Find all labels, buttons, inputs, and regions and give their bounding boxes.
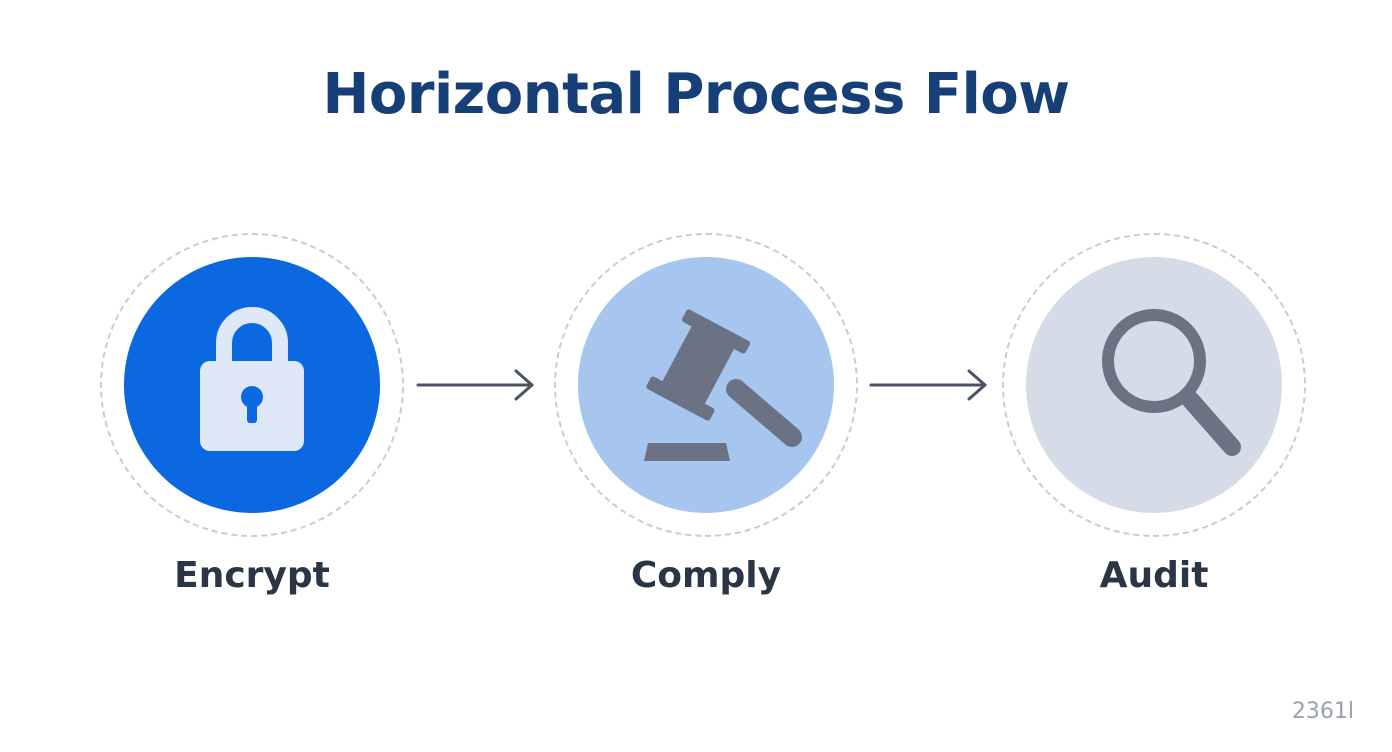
watermark-number: 2361l bbox=[1291, 699, 1354, 724]
step-label: Encrypt bbox=[174, 555, 330, 596]
arrow-right-icon bbox=[869, 368, 993, 402]
page-title: Horizontal Process Flow bbox=[322, 62, 1070, 127]
step-ring bbox=[100, 233, 404, 537]
step-disc bbox=[1026, 257, 1282, 513]
step-ring bbox=[554, 233, 858, 537]
step-ring bbox=[1002, 233, 1306, 537]
step-label: Comply bbox=[630, 555, 782, 596]
step-label: Audit bbox=[1099, 555, 1209, 596]
arrow-right-icon bbox=[416, 368, 540, 402]
step-disc bbox=[124, 257, 380, 513]
step-disc bbox=[578, 257, 834, 513]
